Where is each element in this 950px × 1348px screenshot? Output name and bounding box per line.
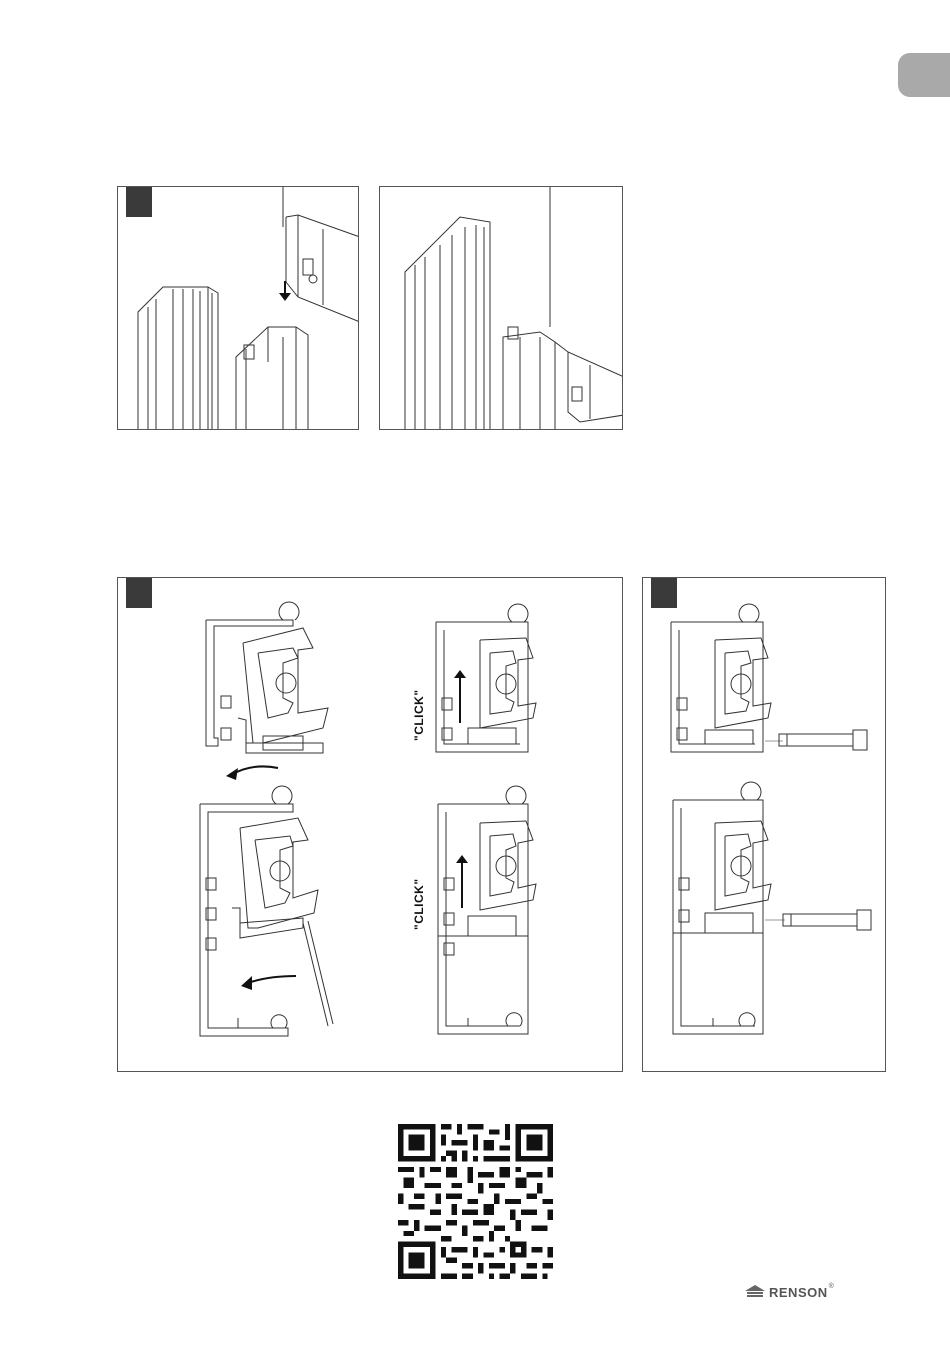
curved-arrow-left-icon — [241, 976, 296, 990]
registered-mark: ® — [829, 1283, 834, 1290]
renson-house-logo-icon — [745, 1285, 765, 1299]
arrow-down-icon — [279, 281, 291, 301]
assembly-illustration-2 — [380, 187, 623, 430]
step-panel-3: "CLICK" "CLICK" — [117, 577, 623, 1072]
assembly-illustration-1 — [118, 187, 359, 430]
arrow-up-icon — [456, 855, 468, 908]
arrow-up-icon — [454, 670, 466, 723]
step-panel-4 — [642, 577, 886, 1072]
chapter-tab — [898, 53, 950, 97]
brand-name: RENSON — [769, 1285, 828, 1300]
curved-arrow-left-icon — [226, 766, 278, 780]
click-label-bottom: "CLICK" — [412, 878, 426, 930]
qr-code-icon[interactable] — [398, 1124, 553, 1279]
click-fitting-illustration — [118, 578, 623, 1072]
renson-logo: RENSON ® — [745, 1283, 834, 1301]
step-panel-1 — [117, 186, 359, 430]
step-panel-2 — [379, 186, 623, 430]
click-label-top: "CLICK" — [412, 689, 426, 741]
screw-fixing-illustration — [643, 578, 886, 1072]
